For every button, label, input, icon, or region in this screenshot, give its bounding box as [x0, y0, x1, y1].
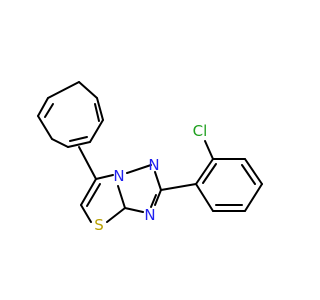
bond: [89, 119, 104, 143]
bond: [95, 174, 114, 180]
bond: [126, 164, 152, 174]
bond: [195, 183, 214, 212]
bond: [67, 141, 91, 148]
nitrogen-atom-label: N: [113, 167, 124, 185]
bond: [86, 183, 101, 207]
nitrogen-atom-label: N: [144, 206, 155, 224]
bond: [106, 207, 126, 223]
bond: [117, 185, 126, 209]
bond: [154, 189, 162, 206]
bond: [204, 140, 214, 160]
bond: [96, 97, 104, 121]
bond: [80, 204, 92, 223]
chemical-structure: Cl N N N S: [37, 81, 263, 234]
bond: [124, 207, 144, 213]
bond: [160, 183, 197, 191]
bond: [195, 158, 214, 185]
bond: [244, 183, 263, 212]
bond: [69, 136, 88, 142]
bond: [47, 81, 80, 99]
bond: [51, 138, 69, 148]
bond: [150, 194, 157, 208]
bond: [241, 164, 256, 185]
bond: [44, 103, 54, 118]
bond: [78, 146, 97, 180]
bond: [202, 163, 217, 184]
bond: [37, 97, 49, 117]
bond: [78, 81, 98, 99]
nitrogen-atom-label: N: [148, 156, 159, 174]
chlorine-atom-label: Cl: [193, 122, 208, 140]
bonds: [37, 81, 263, 223]
sulfur-atom-label: S: [94, 216, 104, 234]
atom-labels: Cl N N N S: [94, 122, 207, 234]
bond: [94, 103, 100, 122]
bond: [37, 115, 53, 140]
bond: [80, 178, 97, 206]
bond: [154, 171, 162, 191]
bond: [244, 158, 263, 185]
